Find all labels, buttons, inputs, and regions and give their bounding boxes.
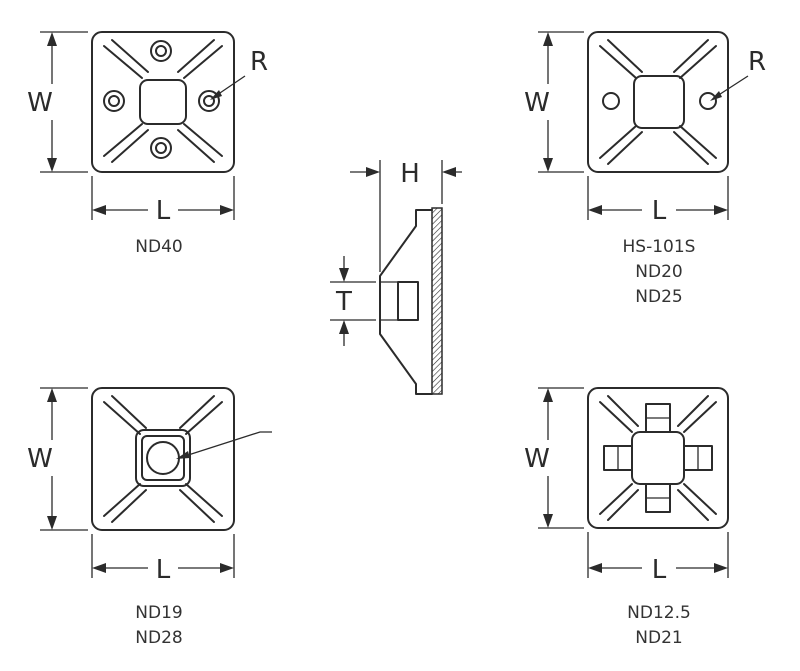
nd40-width-dimension [40,31,88,173]
height-dimension [350,160,462,272]
thickness-dimension [330,256,376,346]
nd21-model-label: ND21 [635,628,682,648]
nd19-width-dimension [40,387,88,531]
hs101s-model-label: HS-101S [623,237,696,257]
nd40-width-label: W [27,88,53,118]
nd19-model-label: ND19 [135,603,182,623]
hs101s-length-dimension [587,176,729,220]
nd12-5-width-dimension [538,387,584,529]
nd19-length-label: L [156,555,171,585]
nd12-5-model-label: ND12.5 [627,603,691,623]
thickness-label: T [335,287,352,317]
hs101s-width-dimension [538,31,584,173]
nd12-5-width-label: W [524,444,550,474]
mount-nd12-5-top-view [587,387,729,529]
hs101s-radius-label: R [748,47,766,77]
nd19-length-dimension [91,534,235,578]
mount-hs101s-top-view [587,31,749,173]
nd40-length-dimension [91,176,235,220]
mount-nd19-top-view [91,387,272,531]
hs101s-width-label: W [524,88,550,118]
nd28-model-label: ND28 [135,628,182,648]
nd25-model-label: ND25 [635,287,682,307]
nd40-length-label: L [156,196,171,226]
nd40-model-label: ND40 [135,237,182,257]
nd12-5-length-dimension [587,532,729,578]
height-label: H [400,159,420,189]
nd20-model-label: ND20 [635,262,682,282]
hs101s-length-label: L [652,196,667,226]
nd40-radius-label: R [250,47,268,77]
nd19-width-label: W [27,444,53,474]
nd12-5-length-label: L [652,555,667,585]
mount-side-view [379,207,443,395]
mount-nd40-top-view [91,31,246,173]
